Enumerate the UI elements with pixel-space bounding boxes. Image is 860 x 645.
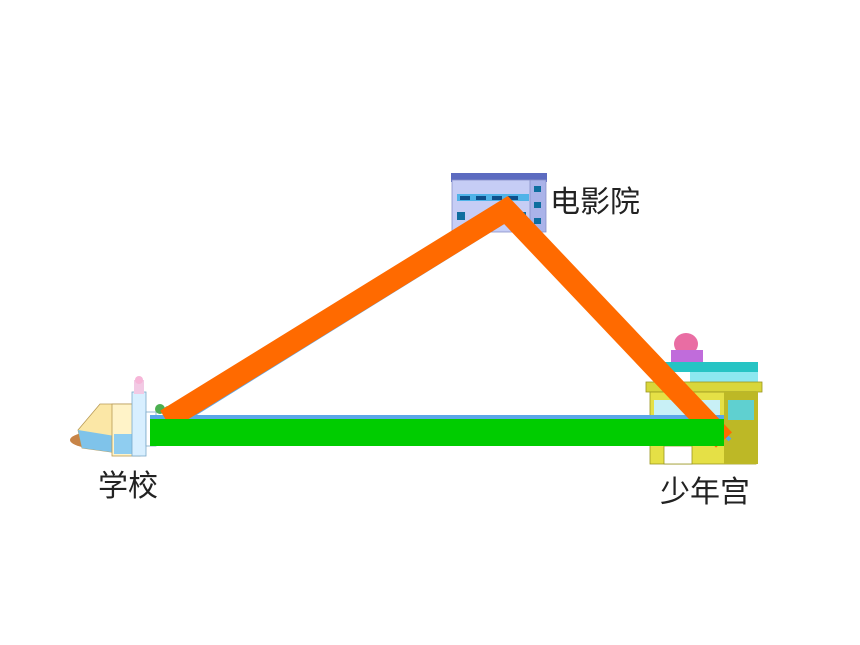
youth-palace-label: 少年宫	[660, 475, 750, 510]
school-building-icon	[77, 376, 172, 457]
cinema-label: 电影院	[550, 185, 640, 220]
route-via-cinema	[160, 195, 732, 448]
route-direct	[150, 419, 724, 446]
school-label: 学校	[98, 469, 158, 504]
